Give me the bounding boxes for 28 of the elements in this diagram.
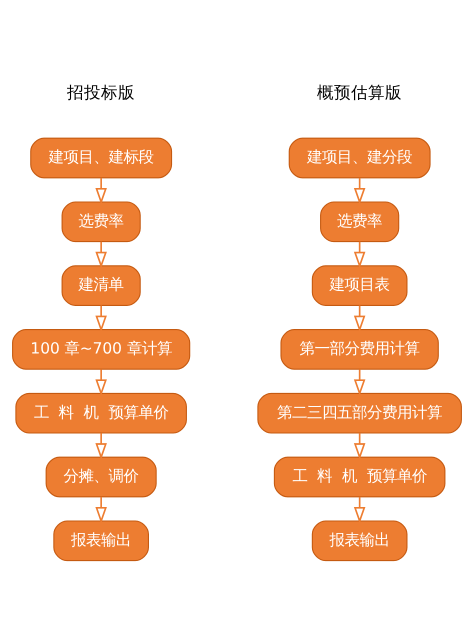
- node-box: 选费率: [62, 201, 141, 242]
- arrow: [354, 369, 366, 396]
- node-box: 建项目、建分段: [288, 138, 431, 178]
- label: 概预估算版: [317, 83, 402, 102]
- node-box: 建清单: [62, 265, 141, 306]
- arrow: [95, 306, 107, 332]
- arrow: [354, 178, 366, 204]
- arrow: [95, 496, 107, 524]
- node-box: 建项目表: [312, 265, 408, 306]
- node-box: 第二三四五部分费用计算: [257, 392, 462, 434]
- node-box: 建项目、建标段: [30, 138, 172, 178]
- node-box: 工 料 机 预算单价: [274, 456, 446, 498]
- node-box: 报表输出: [312, 520, 408, 562]
- label: 招投标版: [67, 83, 136, 102]
- arrow: [95, 369, 107, 396]
- arrow: [95, 433, 107, 460]
- node-box: 工 料 机 预算单价: [15, 392, 187, 434]
- arrow: [95, 242, 107, 268]
- arrow: [354, 242, 366, 268]
- node-box: 报表输出: [53, 520, 149, 562]
- arrow: [354, 433, 366, 460]
- node-box: 第一部分费用计算: [280, 329, 439, 370]
- node-box: 分摊、调价: [46, 456, 157, 498]
- arrow: [354, 496, 366, 524]
- arrow: [354, 306, 366, 332]
- node-box: 100 章~700 章计算: [12, 329, 190, 370]
- node-box: 选费率: [320, 201, 400, 242]
- arrow: [95, 178, 107, 204]
